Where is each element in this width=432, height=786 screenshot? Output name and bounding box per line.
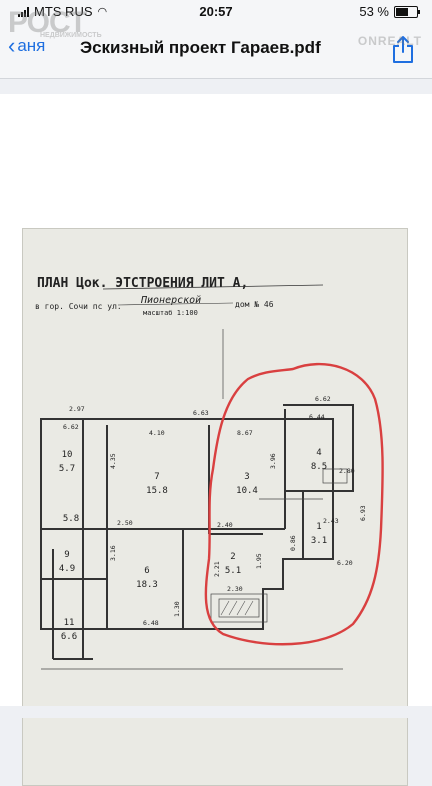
nav-bar: ‹ аня Эскизный проект Гараев.pdf [0, 24, 432, 79]
room-1-number: 1 [316, 522, 321, 532]
dim-label: 2.97 [69, 405, 85, 413]
room-3-number: 3 [244, 472, 249, 482]
clock: 20:57 [199, 4, 233, 19]
plan-city-line: в гор. Сочи пс ул. [35, 302, 122, 311]
plan-house: дом № 46 [235, 300, 274, 309]
dim-label: 2.21 [213, 561, 221, 577]
watermark-logo-sub: НЕДВИЖИМОСТЬ [40, 32, 102, 39]
signal-icon [18, 6, 29, 17]
dim-label: 6.20 [337, 559, 353, 567]
dim-label: 4.35 [109, 453, 117, 469]
watermark-logo: РОСТ [8, 6, 87, 39]
plan-scale: масштаб 1:100 [143, 309, 198, 317]
room-11-number: 11 [64, 618, 75, 628]
battery-status: 53 % [359, 4, 420, 19]
dim-label: 2.30 [227, 585, 243, 593]
carrier-label: MTS RUS [34, 4, 93, 19]
watermark-right: ONREALT [357, 34, 422, 48]
back-button[interactable]: ‹ аня [8, 33, 46, 58]
battery-label: 53 % [359, 4, 389, 19]
dim-label: 6.44 [309, 413, 325, 421]
plan-title: ПЛАН Цок. ЭТСТРОЕНИЯ ЛИТ А, [37, 276, 248, 291]
carrier: MTS RUS ◠ [18, 4, 107, 19]
room-2-number: 2 [230, 552, 235, 562]
dim-label: 6.63 [193, 409, 209, 417]
dim-label: 6.62 [63, 423, 79, 431]
dim-label: 6.93 [359, 505, 367, 521]
room-3-area: 10.4 [236, 486, 258, 496]
room-11-area: 6.6 [61, 632, 77, 642]
room-6-area: 18.3 [136, 580, 158, 590]
wifi-icon: ◠ [97, 6, 108, 18]
dim-label: 3.16 [109, 545, 117, 561]
share-icon[interactable] [390, 34, 416, 64]
plan-street: Пионерской [140, 294, 201, 306]
chevron-left-icon: ‹ [8, 33, 16, 58]
back-label: аня [17, 36, 46, 55]
room-9-number: 9 [64, 550, 69, 560]
bottom-margin [0, 706, 432, 718]
room-4-area: 8.5 [311, 462, 327, 472]
room-6-number: 6 [144, 566, 149, 576]
room-7-area: 15.8 [146, 486, 168, 496]
dim-label: 2.80 [339, 467, 355, 475]
battery-fill [396, 7, 408, 16]
document-title: Эскизный проект Гараев.pdf [80, 38, 321, 57]
room-7-number: 7 [154, 472, 159, 482]
room-1-area: 3.1 [311, 536, 327, 546]
scanned-floor-plan: ПЛАН Цок. ЭТСТРОЕНИЯ ЛИТ А, в гор. Сочи … [22, 228, 408, 786]
dim-label: 6.48 [143, 619, 159, 627]
room-10-area: 5.7 [59, 464, 75, 474]
dim-label: 2.43 [323, 517, 339, 525]
dim-label: 0.86 [289, 535, 297, 551]
highlight-outline [204, 362, 384, 646]
room-corridor-area: 5.8 [63, 514, 79, 524]
room-2-area: 5.1 [225, 566, 241, 576]
dim-label: 8.67 [237, 429, 253, 437]
room-10-number: 10 [62, 450, 73, 460]
dim-label: 2.40 [217, 521, 233, 529]
dim-label: 6.62 [315, 395, 331, 403]
room-4-number: 4 [316, 448, 321, 458]
dim-label: 3.96 [269, 453, 277, 469]
dim-label: 4.10 [149, 429, 165, 437]
floor-plan-drawing: ПЛАН Цок. ЭТСТРОЕНИЯ ЛИТ А, в гор. Сочи … [35, 276, 384, 670]
battery-icon [394, 5, 420, 18]
dim-label: 1.30 [173, 601, 181, 617]
status-bar: MTS RUS ◠ 20:57 53 % [0, 0, 432, 24]
dim-label: 2.50 [117, 519, 133, 527]
pdf-page[interactable]: ПЛАН Цок. ЭТСТРОЕНИЯ ЛИТ А, в гор. Сочи … [0, 94, 432, 786]
dim-label: 1.95 [255, 553, 263, 569]
room-9-area: 4.9 [59, 564, 75, 574]
